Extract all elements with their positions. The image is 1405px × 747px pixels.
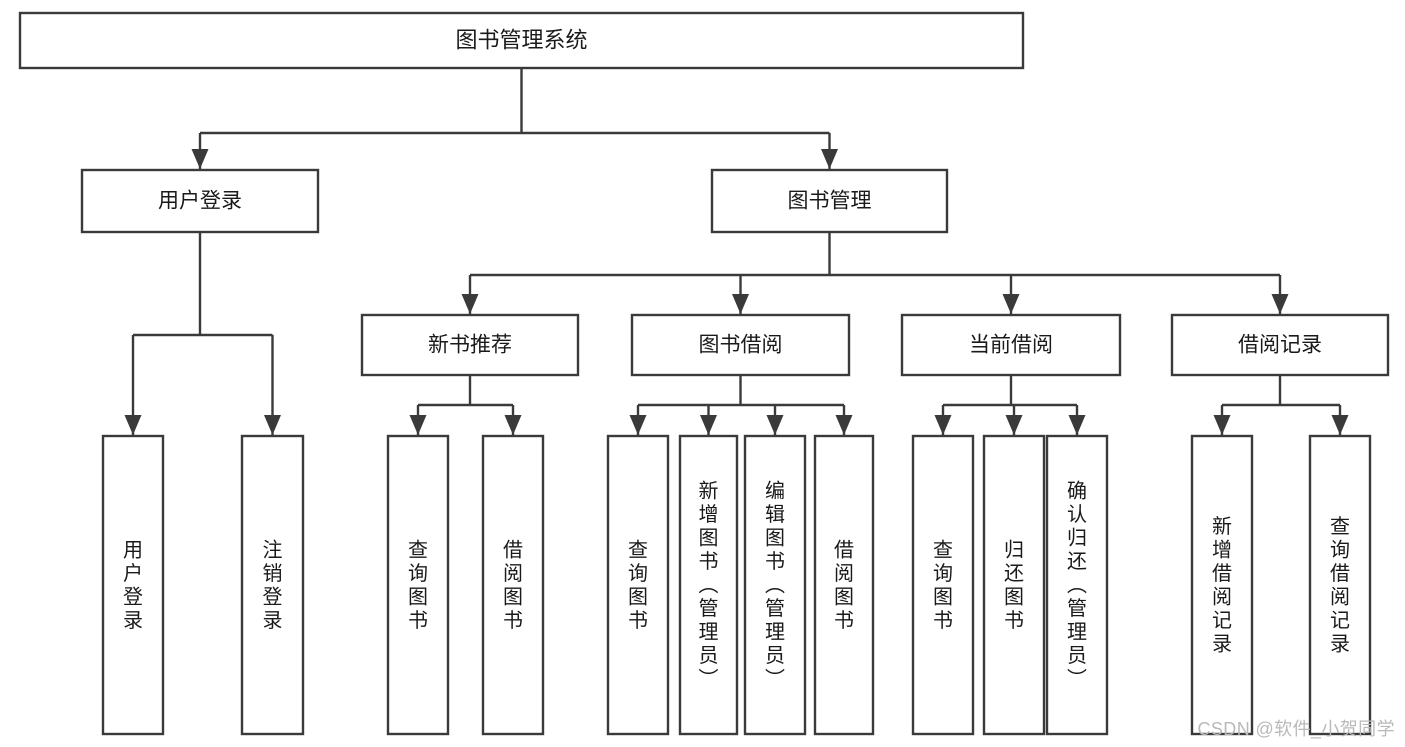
node-label-leaf-borrow-book: 借阅图书 [834, 538, 854, 632]
node-label-leaf-logout: 注销登录 [263, 538, 283, 632]
node-leaf-confirm-return[interactable]: 确认归还︵管理员︶ [1045, 434, 1109, 736]
node-box-borrow-record[interactable] [1170, 313, 1390, 377]
node-box-leaf-query-book[interactable] [606, 434, 670, 736]
node-box-leaf-query-book-cur[interactable] [911, 434, 975, 736]
node-label-leaf-borrow-book-rec: 借阅图书 [503, 538, 523, 632]
node-label-book-manage: 图书管理 [788, 190, 872, 213]
node-label-new-book-rec: 新书推荐 [428, 334, 512, 357]
node-new-book-rec[interactable]: 新书推荐 [360, 313, 580, 377]
node-label-leaf-query-record: 查询借阅记录 [1330, 515, 1350, 656]
node-leaf-borrow-book[interactable]: 借阅图书 [813, 434, 875, 736]
node-box-user-login[interactable] [80, 168, 320, 234]
node-label-borrow-record: 借阅记录 [1238, 334, 1322, 357]
node-label-leaf-add-record: 新增借阅记录 [1212, 515, 1232, 656]
node-leaf-add-book[interactable]: 新增图书︵管理员︶ [678, 434, 739, 736]
node-box-leaf-query-record[interactable] [1308, 434, 1372, 736]
node-root[interactable]: 图书管理系统 [18, 11, 1025, 70]
node-label-current-borrow: 当前借阅 [969, 334, 1053, 357]
node-box-leaf-return-book[interactable] [982, 434, 1046, 736]
node-box-book-borrow[interactable] [630, 313, 851, 377]
node-leaf-user-login[interactable]: 用户登录 [101, 434, 165, 736]
node-leaf-add-record[interactable]: 新增借阅记录 [1190, 434, 1254, 736]
node-leaf-return-book[interactable]: 归还图书 [982, 434, 1046, 736]
node-box-current-borrow[interactable] [900, 313, 1122, 377]
node-borrow-record[interactable]: 借阅记录 [1170, 313, 1390, 377]
node-box-leaf-add-book[interactable] [678, 434, 739, 736]
node-label-leaf-query-book-rec: 查询图书 [408, 538, 428, 632]
node-box-leaf-add-record[interactable] [1190, 434, 1254, 736]
node-label-leaf-query-book: 查询图书 [628, 538, 648, 632]
node-leaf-query-book-cur[interactable]: 查询图书 [911, 434, 975, 736]
node-box-root[interactable] [18, 11, 1025, 70]
node-book-borrow[interactable]: 图书借阅 [630, 313, 851, 377]
node-leaf-borrow-book-rec[interactable]: 借阅图书 [481, 434, 545, 736]
node-user-login[interactable]: 用户登录 [80, 168, 320, 234]
connectors-layer [124, 68, 1349, 435]
node-box-leaf-borrow-book[interactable] [813, 434, 875, 736]
node-leaf-query-record[interactable]: 查询借阅记录 [1308, 434, 1372, 736]
node-label-leaf-confirm-return: 确认归还︵管理员︶ [1067, 480, 1087, 691]
node-leaf-edit-book[interactable]: 编辑图书︵管理员︶ [743, 434, 807, 736]
node-box-leaf-borrow-book-rec[interactable] [481, 434, 545, 736]
node-label-book-borrow: 图书借阅 [699, 334, 783, 357]
node-label-user-login: 用户登录 [158, 190, 242, 213]
node-leaf-query-book[interactable]: 查询图书 [606, 434, 670, 736]
node-leaf-query-book-rec[interactable]: 查询图书 [386, 434, 450, 736]
node-label-leaf-add-book: 新增图书︵管理员︶ [699, 480, 719, 691]
node-label-leaf-query-book-cur: 查询图书 [933, 538, 953, 632]
nodes-layer: 图书管理系统用户登录图书管理新书推荐图书借阅当前借阅借阅记录用户登录注销登录查询… [18, 11, 1390, 736]
node-box-leaf-user-login[interactable] [101, 434, 165, 736]
node-box-leaf-query-book-rec[interactable] [386, 434, 450, 736]
node-label-leaf-user-login: 用户登录 [123, 539, 143, 632]
node-book-manage[interactable]: 图书管理 [710, 168, 949, 234]
node-label-leaf-edit-book: 编辑图书︵管理员︶ [765, 480, 785, 691]
node-label-leaf-return-book: 归还图书 [1004, 538, 1024, 632]
node-box-new-book-rec[interactable] [360, 313, 580, 377]
node-box-leaf-confirm-return[interactable] [1045, 434, 1109, 736]
node-box-leaf-logout[interactable] [240, 434, 305, 736]
watermark: CSDN @软件_小贺同学 [1197, 719, 1395, 739]
node-label-root: 图书管理系统 [455, 27, 587, 52]
node-current-borrow[interactable]: 当前借阅 [900, 313, 1122, 377]
node-box-book-manage[interactable] [710, 168, 949, 234]
node-box-leaf-edit-book[interactable] [743, 434, 807, 736]
node-leaf-logout[interactable]: 注销登录 [240, 434, 305, 736]
